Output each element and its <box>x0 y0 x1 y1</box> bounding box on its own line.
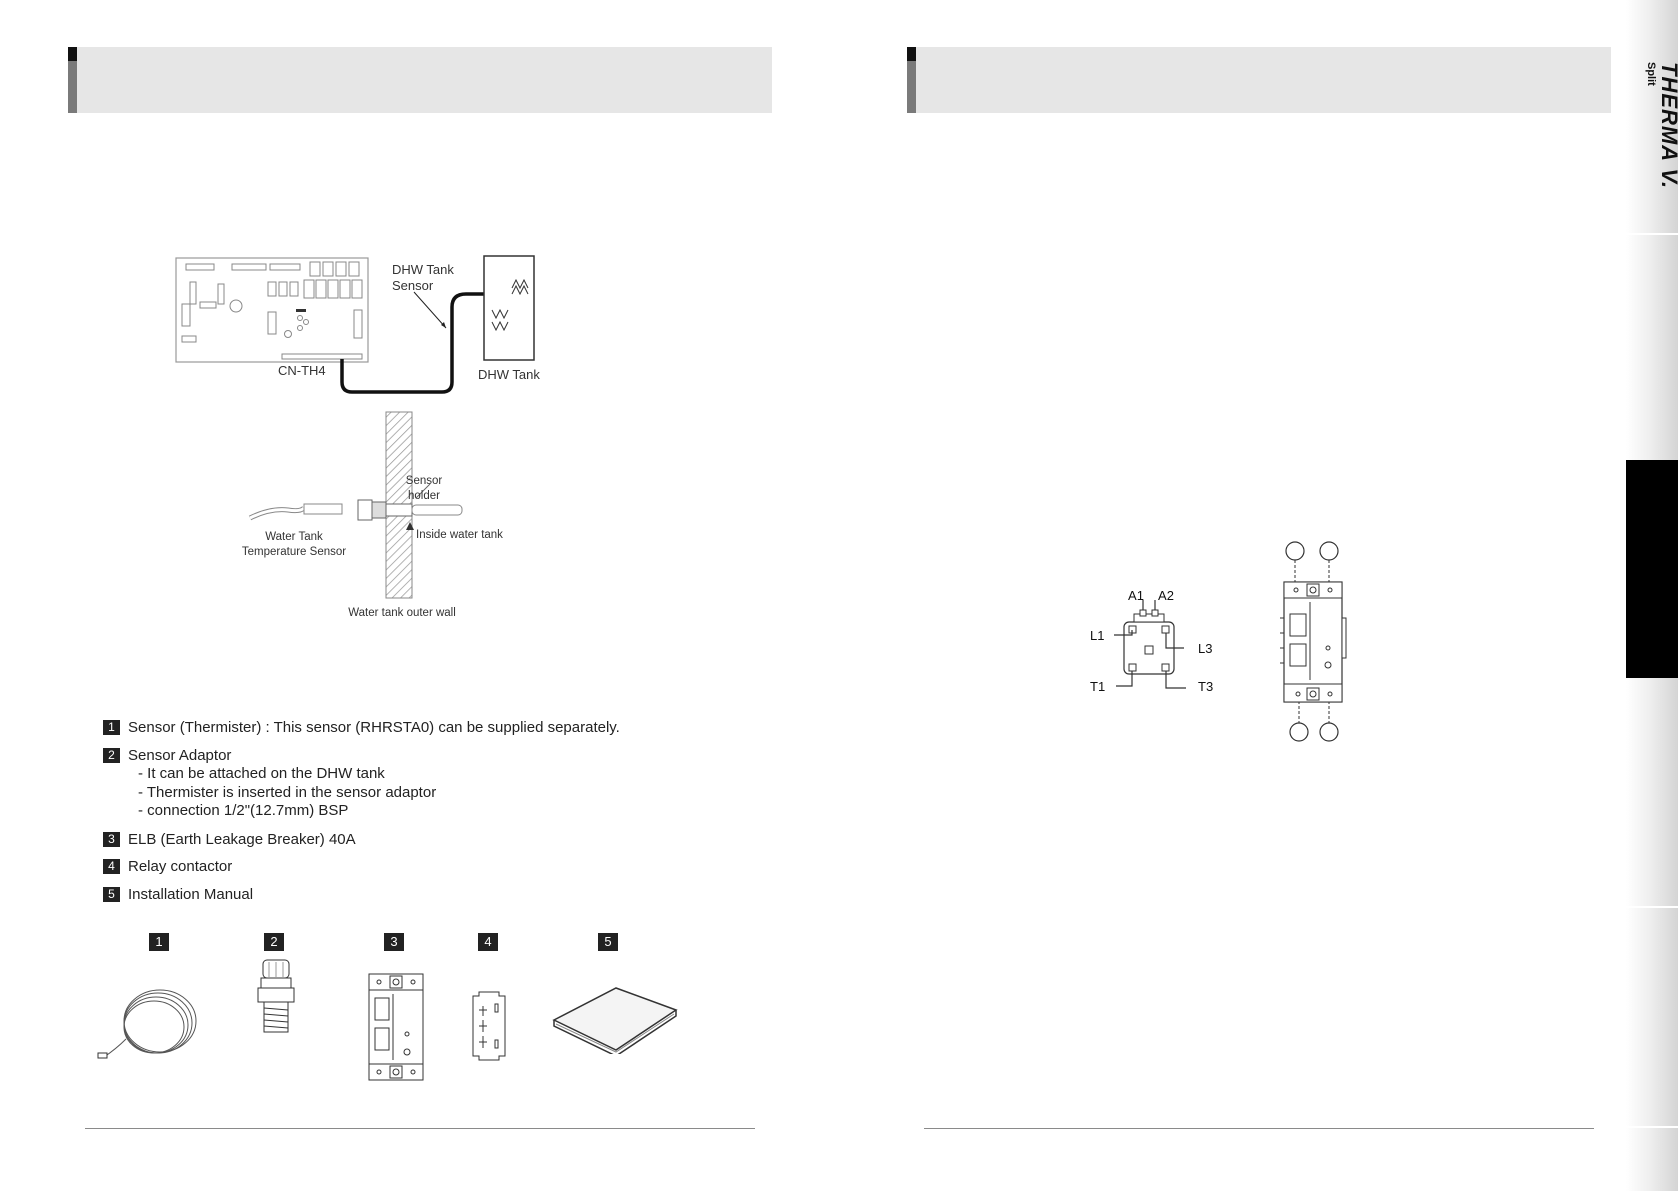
accessory-image-number: 1 <box>149 933 169 951</box>
accessory-text: ELB (Earth Leakage Breaker) 40A <box>128 831 356 848</box>
elb-terminal-diagram <box>1280 541 1347 742</box>
label-sensor-holder: Sensor <box>406 475 443 487</box>
accessory-image-number: 4 <box>478 933 498 951</box>
left-header-accent <box>68 47 77 113</box>
label-water-tank-temperature-sensor: Water Tank <box>265 531 323 543</box>
label-l3: L3 <box>1198 641 1212 656</box>
accessory-number: 5 <box>103 887 120 902</box>
installation-manual-image <box>552 987 678 1054</box>
tab-separator <box>1626 906 1678 908</box>
accessory-item-2: 2 Sensor Adaptor <box>103 747 231 765</box>
label-inside-water-tank: Inside water tank <box>416 529 503 541</box>
chapter-tab-strip <box>1626 0 1678 1191</box>
label-dhw-tank-sensor: DHW Tank <box>392 262 454 277</box>
label-water-tank-temperature-sensor: Temperature Sensor <box>242 546 346 558</box>
accessory-text: Sensor (Thermister) : This sensor (RHRST… <box>128 719 620 736</box>
label-water-tank-outer-wall: Water tank outer wall <box>348 607 456 619</box>
chapter-tab-active[interactable] <box>1626 460 1678 678</box>
label-a1: A1 <box>1128 588 1144 603</box>
accessory-number: 3 <box>103 832 120 847</box>
pcb-board <box>175 257 369 363</box>
accessory-text: Installation Manual <box>128 886 254 903</box>
accessory-item-1: 1 Sensor (Thermister) : This sensor (RHRS… <box>103 719 620 737</box>
accessory-item-5: 5 Installation Manual <box>103 886 253 904</box>
accessory-image-number: 2 <box>264 933 284 951</box>
accessory-text: Relay contactor <box>128 858 233 875</box>
accessory-number: 1 <box>103 720 120 735</box>
brand-name: THERMA V. <box>1657 62 1678 190</box>
accessory-detail: - It can be attached on the DHW tank <box>138 765 385 782</box>
dhw-tank <box>483 255 535 361</box>
brand-sub: Split <box>1645 62 1657 86</box>
left-header-band <box>68 47 772 113</box>
accessory-number: 2 <box>103 748 120 763</box>
right-header-band <box>907 47 1611 113</box>
accessory-item-3: 3 ELB (Earth Leakage Breaker) 40A <box>103 831 356 849</box>
label-dhw-tank-sensor: Sensor <box>392 278 434 293</box>
dhw-sensor-wiring-figure: DHW Tank Sensor CN-TH4 DHW Tank <box>175 255 540 394</box>
tab-separator <box>1626 1126 1678 1128</box>
relay-contactor-terminal-diagram: A1 A2 L1 L3 T1 T3 <box>1090 588 1213 694</box>
elb-breaker-image <box>368 973 424 1081</box>
accessory-image-number: 3 <box>384 933 404 951</box>
left-footer-rule <box>85 1128 755 1129</box>
brand-logo: THERMA V. Split <box>1642 62 1678 202</box>
right-footer-rule <box>924 1128 1594 1129</box>
relay-contactor-image <box>472 991 506 1061</box>
sensor-adaptor-image <box>257 959 295 1033</box>
label-t1: T1 <box>1090 679 1105 694</box>
label-l1: L1 <box>1090 628 1104 643</box>
label-dhw-tank: DHW Tank <box>478 367 540 382</box>
label-cn-th4: CN-TH4 <box>278 363 326 378</box>
thermister-sensor-image <box>97 989 197 1059</box>
accessory-item-4: 4 Relay contactor <box>103 858 232 876</box>
label-t3: T3 <box>1198 679 1213 694</box>
accessory-image-number: 5 <box>598 933 618 951</box>
sensor-holder-figure: Sensor holder Inside water tank Water Ta… <box>242 411 503 619</box>
accessory-detail: - Thermister is inserted in the sensor a… <box>138 784 437 801</box>
label-sensor-holder: holder <box>408 490 440 502</box>
tab-separator <box>1626 233 1678 235</box>
accessory-text: Sensor Adaptor <box>128 747 232 764</box>
label-a2: A2 <box>1158 588 1174 603</box>
accessory-number: 4 <box>103 859 120 874</box>
accessory-detail: - connection 1/2"(12.7mm) BSP <box>138 802 349 819</box>
right-header-accent <box>907 47 916 113</box>
